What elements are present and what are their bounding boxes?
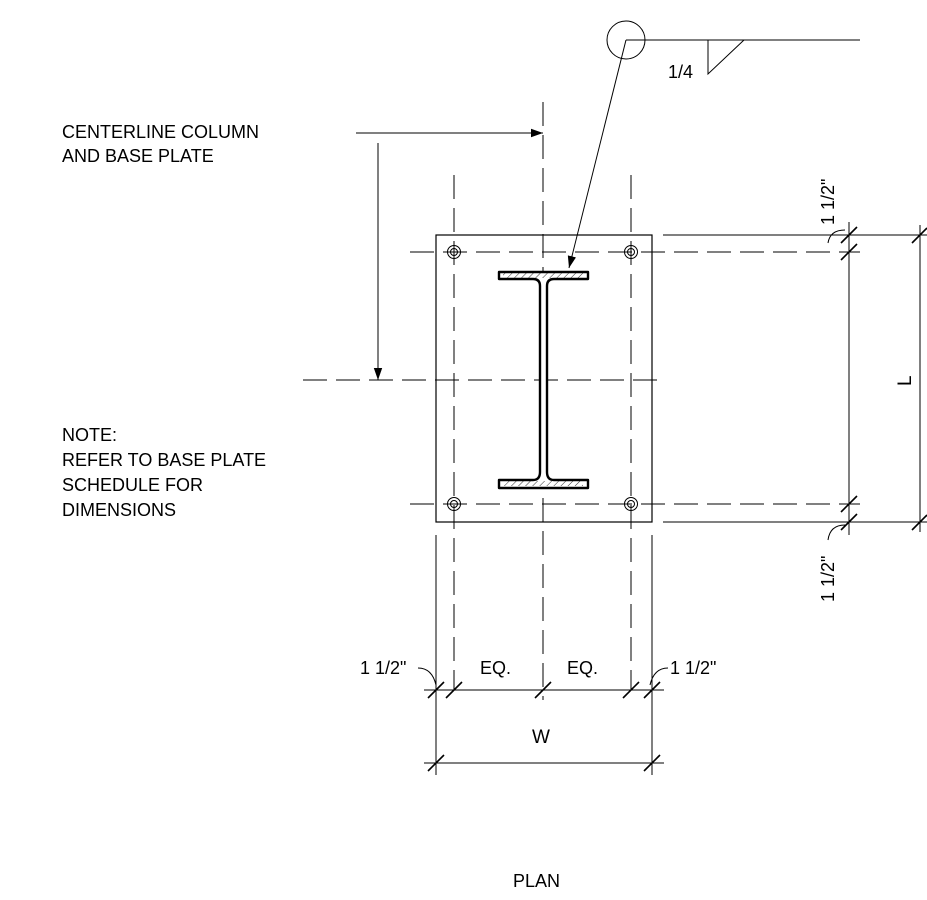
note-line4: DIMENSIONS	[62, 500, 176, 520]
eq-left-label: EQ.	[480, 658, 511, 678]
view-title: PLAN	[513, 871, 560, 891]
edge-dim-top-leader	[827, 229, 846, 244]
centerline-callout: CENTERLINE COLUMN AND BASE PLATE	[62, 122, 543, 380]
centerline-label-line2: AND BASE PLATE	[62, 146, 214, 166]
note-line2: REFER TO BASE PLATE	[62, 450, 266, 470]
fillet-weld-triangle	[707, 39, 745, 76]
weld-hatch-bottom	[503, 481, 583, 486]
note-line1: NOTE:	[62, 425, 117, 445]
edge-dim-top-label: 1 1/2"	[818, 179, 838, 225]
edge-dim-right-label: 1 1/2"	[670, 658, 716, 678]
wide-flange-column	[497, 270, 590, 490]
note-block: NOTE: REFER TO BASE PLATE SCHEDULE FOR D…	[62, 425, 266, 520]
anchor-bolt-top-left	[447, 245, 461, 259]
width-label: W	[532, 727, 550, 748]
edge-dim-bottom-label: 1 1/2"	[818, 556, 838, 602]
weld-leader-arrow	[567, 39, 627, 269]
centerline-label-line1: CENTERLINE COLUMN	[62, 122, 259, 142]
edge-dim-left-label: 1 1/2"	[360, 658, 406, 678]
anchor-bolt-top-right	[624, 245, 638, 259]
bottom-dimensions: 1 1/2" EQ. EQ. 1 1/2" W	[360, 535, 716, 775]
anchor-bolts	[447, 245, 638, 511]
weld-hatch-top	[503, 273, 583, 278]
weld-size-label: 1/4	[668, 62, 693, 82]
anchor-bolt-bottom-left	[447, 497, 461, 511]
right-dimensions: 1 1/2" 1 1/2" L	[663, 179, 927, 602]
anchor-bolt-bottom-right	[624, 497, 638, 511]
length-label: L	[895, 375, 916, 386]
edge-dim-bottom-leader	[827, 524, 846, 541]
note-line3: SCHEDULE FOR	[62, 475, 203, 495]
edge-dim-right-leader	[649, 667, 669, 686]
base-plate	[435, 234, 653, 523]
eq-right-label: EQ.	[567, 658, 598, 678]
edge-dim-left-leader	[417, 667, 437, 686]
column-outline	[497, 270, 590, 490]
weld-symbol: 1/4	[567, 20, 860, 269]
